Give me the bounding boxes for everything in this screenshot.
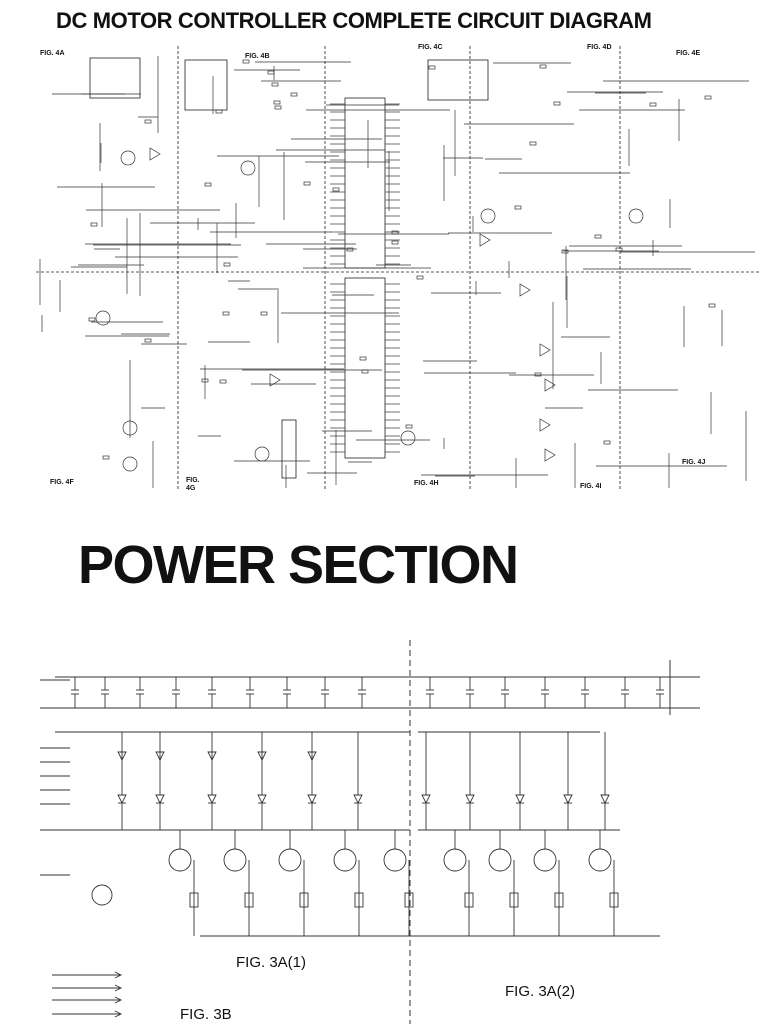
fig-4g-label: FIG. 4G (186, 477, 200, 492)
fig-4i-label: FIG. 4I (580, 483, 602, 490)
fig-3a1-label: FIG. 3A(1) (236, 954, 307, 971)
power-section-title: POWER SECTION (78, 535, 519, 595)
fig-4e-label: FIG. 4E (676, 50, 701, 57)
fig-4b-label: FIG. 4B (245, 53, 270, 60)
fig-3a2-label: FIG. 3A(2) (505, 983, 576, 1000)
fig-4h-label: FIG. 4H (414, 480, 439, 487)
fig-4f-label: FIG. 4F (50, 479, 74, 486)
fig-4j-label: FIG. 4J (682, 459, 706, 466)
diagram-title: DC MOTOR CONTROLLER COMPLETE CIRCUIT DIA… (56, 8, 652, 33)
fig-4d-label: FIG. 4D (587, 44, 612, 51)
fig-4c-label: FIG. 4C (418, 44, 443, 51)
fig-3b-label: FIG. 3B (180, 1006, 232, 1023)
fig-4a-label: FIG. 4A (40, 50, 65, 57)
